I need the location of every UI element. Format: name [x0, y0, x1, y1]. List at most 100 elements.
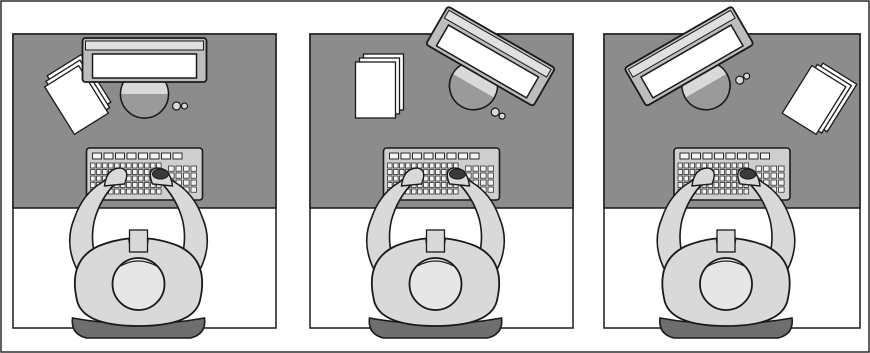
keyboard-key	[732, 163, 737, 168]
keyboard-key	[104, 153, 113, 159]
keyboard-key	[692, 153, 701, 159]
keyboard-key	[771, 166, 777, 171]
keyboard-key	[732, 183, 737, 188]
keyboard-key	[103, 170, 108, 175]
keyboard-key	[400, 163, 405, 168]
keyboard-key	[430, 163, 435, 168]
keyboard-key	[764, 173, 770, 178]
head	[113, 258, 165, 310]
keyboard-key	[127, 163, 132, 168]
keyboard-key	[470, 153, 479, 159]
keyboard-key	[779, 187, 785, 192]
keyboard-key	[442, 183, 447, 188]
head	[700, 258, 752, 310]
keyboard-key	[127, 153, 136, 159]
keyboard-key	[744, 189, 749, 194]
keyboard-key	[157, 189, 162, 194]
keyboard-key	[127, 189, 132, 194]
keyboard-key	[720, 163, 725, 168]
keyboard-key	[133, 176, 138, 181]
keyboard-key	[394, 163, 399, 168]
keyboard-key	[442, 170, 447, 175]
keyboard-key	[779, 173, 785, 178]
keyboard-key	[726, 170, 731, 175]
keyboard-key	[157, 163, 162, 168]
keyboard-key	[473, 173, 479, 178]
keyboard-key	[779, 166, 785, 171]
keyboard-key	[418, 163, 423, 168]
keyboard-key	[690, 163, 695, 168]
keyboard-key	[488, 173, 494, 178]
keyboard-key	[726, 176, 731, 181]
workstation-panel	[604, 6, 860, 338]
right-hand-shadow	[153, 169, 169, 179]
keyboard-key	[424, 183, 429, 188]
keyboard-key	[91, 163, 96, 168]
keyboard-key	[388, 163, 393, 168]
keyboard-key	[703, 153, 712, 159]
keyboard-key	[715, 153, 724, 159]
keyboard-key	[139, 163, 144, 168]
keyboard-key	[412, 189, 417, 194]
keyboard-key	[738, 153, 747, 159]
keyboard-key	[173, 153, 182, 159]
keyboard-key	[139, 189, 144, 194]
keyboard-key	[684, 163, 689, 168]
keyboard-key	[481, 173, 487, 178]
keyboard-key	[115, 163, 120, 168]
keyboard-key	[714, 189, 719, 194]
keyboard-key	[436, 189, 441, 194]
keyboard-key	[732, 176, 737, 181]
keyboard-key	[394, 170, 399, 175]
keyboard-key	[481, 166, 487, 171]
keyboard-key	[696, 163, 701, 168]
keyboard-key	[91, 176, 96, 181]
keyboard-key	[756, 166, 762, 171]
keyboard-key	[436, 153, 445, 159]
keyboard-key	[151, 189, 156, 194]
keyboard-key	[678, 163, 683, 168]
keyboard-key	[454, 189, 459, 194]
keyboard-key	[109, 163, 114, 168]
keyboard-key	[488, 187, 494, 192]
right-hand-shadow	[740, 169, 756, 179]
keyboard-key	[93, 153, 102, 159]
keyboard-key	[732, 189, 737, 194]
keyboard-key	[738, 163, 743, 168]
keyboard-key	[726, 163, 731, 168]
keyboard-key	[127, 183, 132, 188]
keyboard-key	[678, 176, 683, 181]
keyboard-key	[442, 163, 447, 168]
keyboard-key	[191, 166, 197, 171]
keyboard-key	[761, 153, 770, 159]
keyboard-key	[702, 189, 707, 194]
keyboard-key	[726, 189, 731, 194]
keyboard-key	[430, 183, 435, 188]
keyboard-key	[454, 163, 459, 168]
keyboard-key	[448, 163, 453, 168]
keyboard-key	[191, 180, 197, 185]
keyboard-key	[184, 180, 190, 185]
keyboard-key	[139, 153, 148, 159]
keyboard-key	[97, 163, 102, 168]
keyboard-key	[97, 170, 102, 175]
monitor-screen	[93, 54, 197, 78]
keyboard-key	[714, 163, 719, 168]
keyboard-key	[684, 176, 689, 181]
keyboard-key	[488, 180, 494, 185]
keyboard-key	[150, 153, 159, 159]
keyboard-key	[400, 170, 405, 175]
keyboard-key	[436, 183, 441, 188]
keyboard-key	[764, 166, 770, 171]
keyboard-key	[749, 153, 758, 159]
keyboard-key	[388, 170, 393, 175]
keyboard-key	[388, 176, 393, 181]
keyboard-key	[779, 180, 785, 185]
keyboard-key	[145, 183, 150, 188]
keyboard-key	[184, 166, 190, 171]
keyboard-key	[714, 183, 719, 188]
keyboard-key	[424, 189, 429, 194]
keyboard-key	[424, 153, 433, 159]
